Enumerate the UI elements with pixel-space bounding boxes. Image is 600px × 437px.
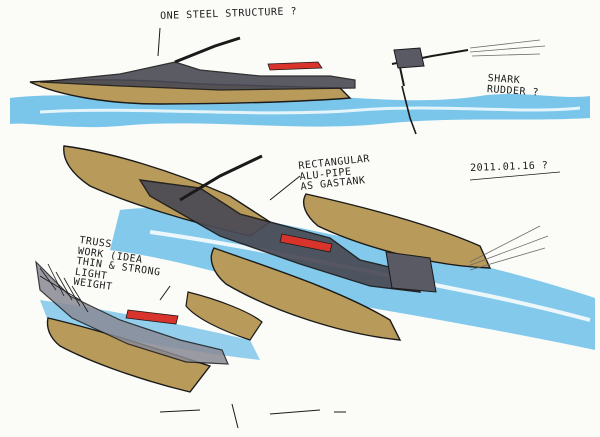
bottom-truss-frame <box>35 260 229 365</box>
middle-right-pontoon <box>302 193 492 269</box>
bottom-right-hull <box>185 291 263 341</box>
middle-lower-pontoon <box>210 247 402 341</box>
bottom-waterline-marks <box>159 403 346 429</box>
middle-leader-line <box>269 175 301 201</box>
bottom-leader-line <box>159 285 171 301</box>
top-water-highlight <box>39 106 581 115</box>
top-spray <box>469 39 546 57</box>
bottom-seat <box>125 309 179 325</box>
top-side-view <box>10 27 590 135</box>
date-underline <box>469 171 561 181</box>
top-leader-line <box>157 27 161 57</box>
top-rudder <box>401 85 417 135</box>
top-seat <box>267 61 323 71</box>
middle-oar-arm <box>179 154 263 202</box>
top-oar-arm <box>174 36 241 64</box>
middle-seat <box>279 233 333 253</box>
top-rear-machine <box>393 47 425 69</box>
middle-spray <box>467 225 549 271</box>
annotation-shark-rudder: SHARK RUDDER ? <box>486 73 540 99</box>
top-frame <box>39 61 356 91</box>
middle-perspective-view <box>63 145 595 350</box>
bottom-truss-view <box>35 260 346 429</box>
bottom-truss-lattice <box>39 263 89 313</box>
middle-rear-machine <box>385 251 437 293</box>
